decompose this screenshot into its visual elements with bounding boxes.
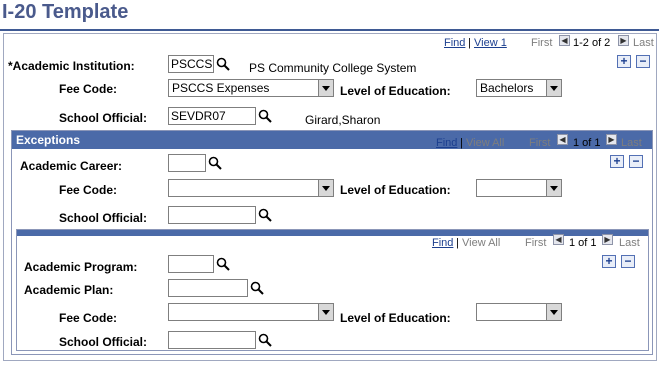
add-row-button[interactable]: +	[617, 55, 631, 68]
nav-separator: |	[468, 37, 471, 49]
level-of-education-label: Level of Education:	[340, 183, 451, 197]
add-row-button[interactable]: +	[610, 155, 624, 168]
academic-program-label: Academic Program:	[24, 260, 138, 274]
magnifier-icon[interactable]	[258, 109, 272, 123]
find-link[interactable]: Find	[436, 137, 458, 149]
academic-career-field[interactable]	[168, 154, 206, 172]
page-title: I-20 Template	[2, 1, 129, 23]
last-label: Last	[633, 37, 654, 49]
exceptions-header	[12, 131, 652, 149]
arrow-right-icon[interactable]: ▶	[602, 234, 613, 245]
institution-description: PS Community College System	[249, 61, 417, 75]
exceptions-title: Exceptions	[16, 133, 81, 147]
title-divider	[0, 29, 659, 31]
first-label: First	[529, 137, 551, 149]
academic-institution-label: *Academic Institution:	[8, 59, 135, 73]
school-official-field[interactable]	[168, 206, 256, 224]
view-all-label[interactable]: View All	[462, 237, 501, 249]
school-official-field[interactable]: SEVDR07	[168, 107, 256, 125]
row-count: 1 of 1	[569, 237, 597, 249]
arrow-right-icon[interactable]: ▶	[606, 134, 617, 145]
nav-separator: |	[460, 137, 463, 149]
find-link[interactable]: Find	[444, 37, 466, 49]
last-label: Last	[621, 137, 642, 149]
program-plan-header	[17, 230, 648, 236]
chevron-down-icon[interactable]	[546, 180, 561, 196]
chevron-down-icon[interactable]	[318, 304, 333, 320]
find-link[interactable]: Find	[432, 237, 454, 249]
view-all-label[interactable]: View All	[466, 137, 505, 149]
academic-institution-field[interactable]: PSCCS	[168, 55, 214, 73]
academic-plan-field[interactable]	[168, 279, 248, 297]
magnifier-icon[interactable]	[258, 333, 272, 347]
school-official-name: Girard,Sharon	[305, 113, 381, 127]
arrow-left-icon[interactable]: ◀	[557, 134, 568, 145]
chevron-down-icon[interactable]	[318, 180, 333, 196]
fee-code-label: Fee Code:	[59, 183, 118, 197]
first-label: First	[531, 37, 553, 49]
delete-row-button[interactable]: −	[621, 255, 635, 268]
fee-code-select[interactable]	[168, 303, 334, 321]
school-official-label: School Official:	[59, 211, 148, 225]
add-row-button[interactable]: +	[602, 255, 616, 268]
level-of-education-value: Bachelors	[480, 81, 534, 95]
chevron-down-icon[interactable]	[546, 80, 561, 96]
fee-code-select[interactable]: PSCCS Expenses	[168, 79, 334, 97]
academic-plan-label: Academic Plan:	[24, 283, 114, 297]
magnifier-icon[interactable]	[258, 208, 272, 222]
magnifier-icon[interactable]	[250, 281, 264, 295]
level-of-education-select[interactable]	[476, 303, 562, 321]
outer-nav-bar	[4, 34, 656, 51]
nav-separator: |	[456, 237, 459, 249]
school-official-field[interactable]	[168, 331, 256, 349]
school-official-label: School Official:	[59, 335, 148, 349]
magnifier-icon[interactable]	[216, 257, 230, 271]
level-of-education-label: Level of Education:	[340, 311, 451, 325]
arrow-left-icon[interactable]: ◀	[559, 35, 570, 46]
arrow-right-icon[interactable]: ▶	[618, 35, 629, 46]
chevron-down-icon[interactable]	[318, 80, 333, 96]
level-of-education-select[interactable]: Bachelors	[476, 79, 562, 97]
delete-row-button[interactable]: −	[636, 55, 650, 68]
fee-code-label: Fee Code:	[59, 311, 118, 325]
delete-row-button[interactable]: −	[629, 155, 643, 168]
first-label: First	[525, 237, 547, 249]
magnifier-icon[interactable]	[216, 57, 230, 71]
magnifier-icon[interactable]	[208, 156, 222, 170]
fee-code-select[interactable]	[168, 179, 334, 197]
level-of-education-label: Level of Education:	[340, 84, 451, 98]
last-label: Last	[619, 237, 640, 249]
chevron-down-icon[interactable]	[546, 304, 561, 320]
program-plan-scroll-area	[16, 229, 649, 351]
view-one-link[interactable]: View 1	[474, 37, 507, 49]
fee-code-value: PSCCS Expenses	[172, 81, 270, 95]
arrow-left-icon[interactable]: ◀	[553, 234, 564, 245]
academic-program-field[interactable]	[168, 255, 214, 273]
academic-career-label: Academic Career:	[20, 159, 123, 173]
row-count: 1 of 1	[573, 137, 601, 149]
school-official-label: School Official:	[59, 111, 148, 125]
level-of-education-select[interactable]	[476, 179, 562, 197]
fee-code-label: Fee Code:	[59, 82, 118, 96]
row-count: 1-2 of 2	[573, 37, 611, 49]
